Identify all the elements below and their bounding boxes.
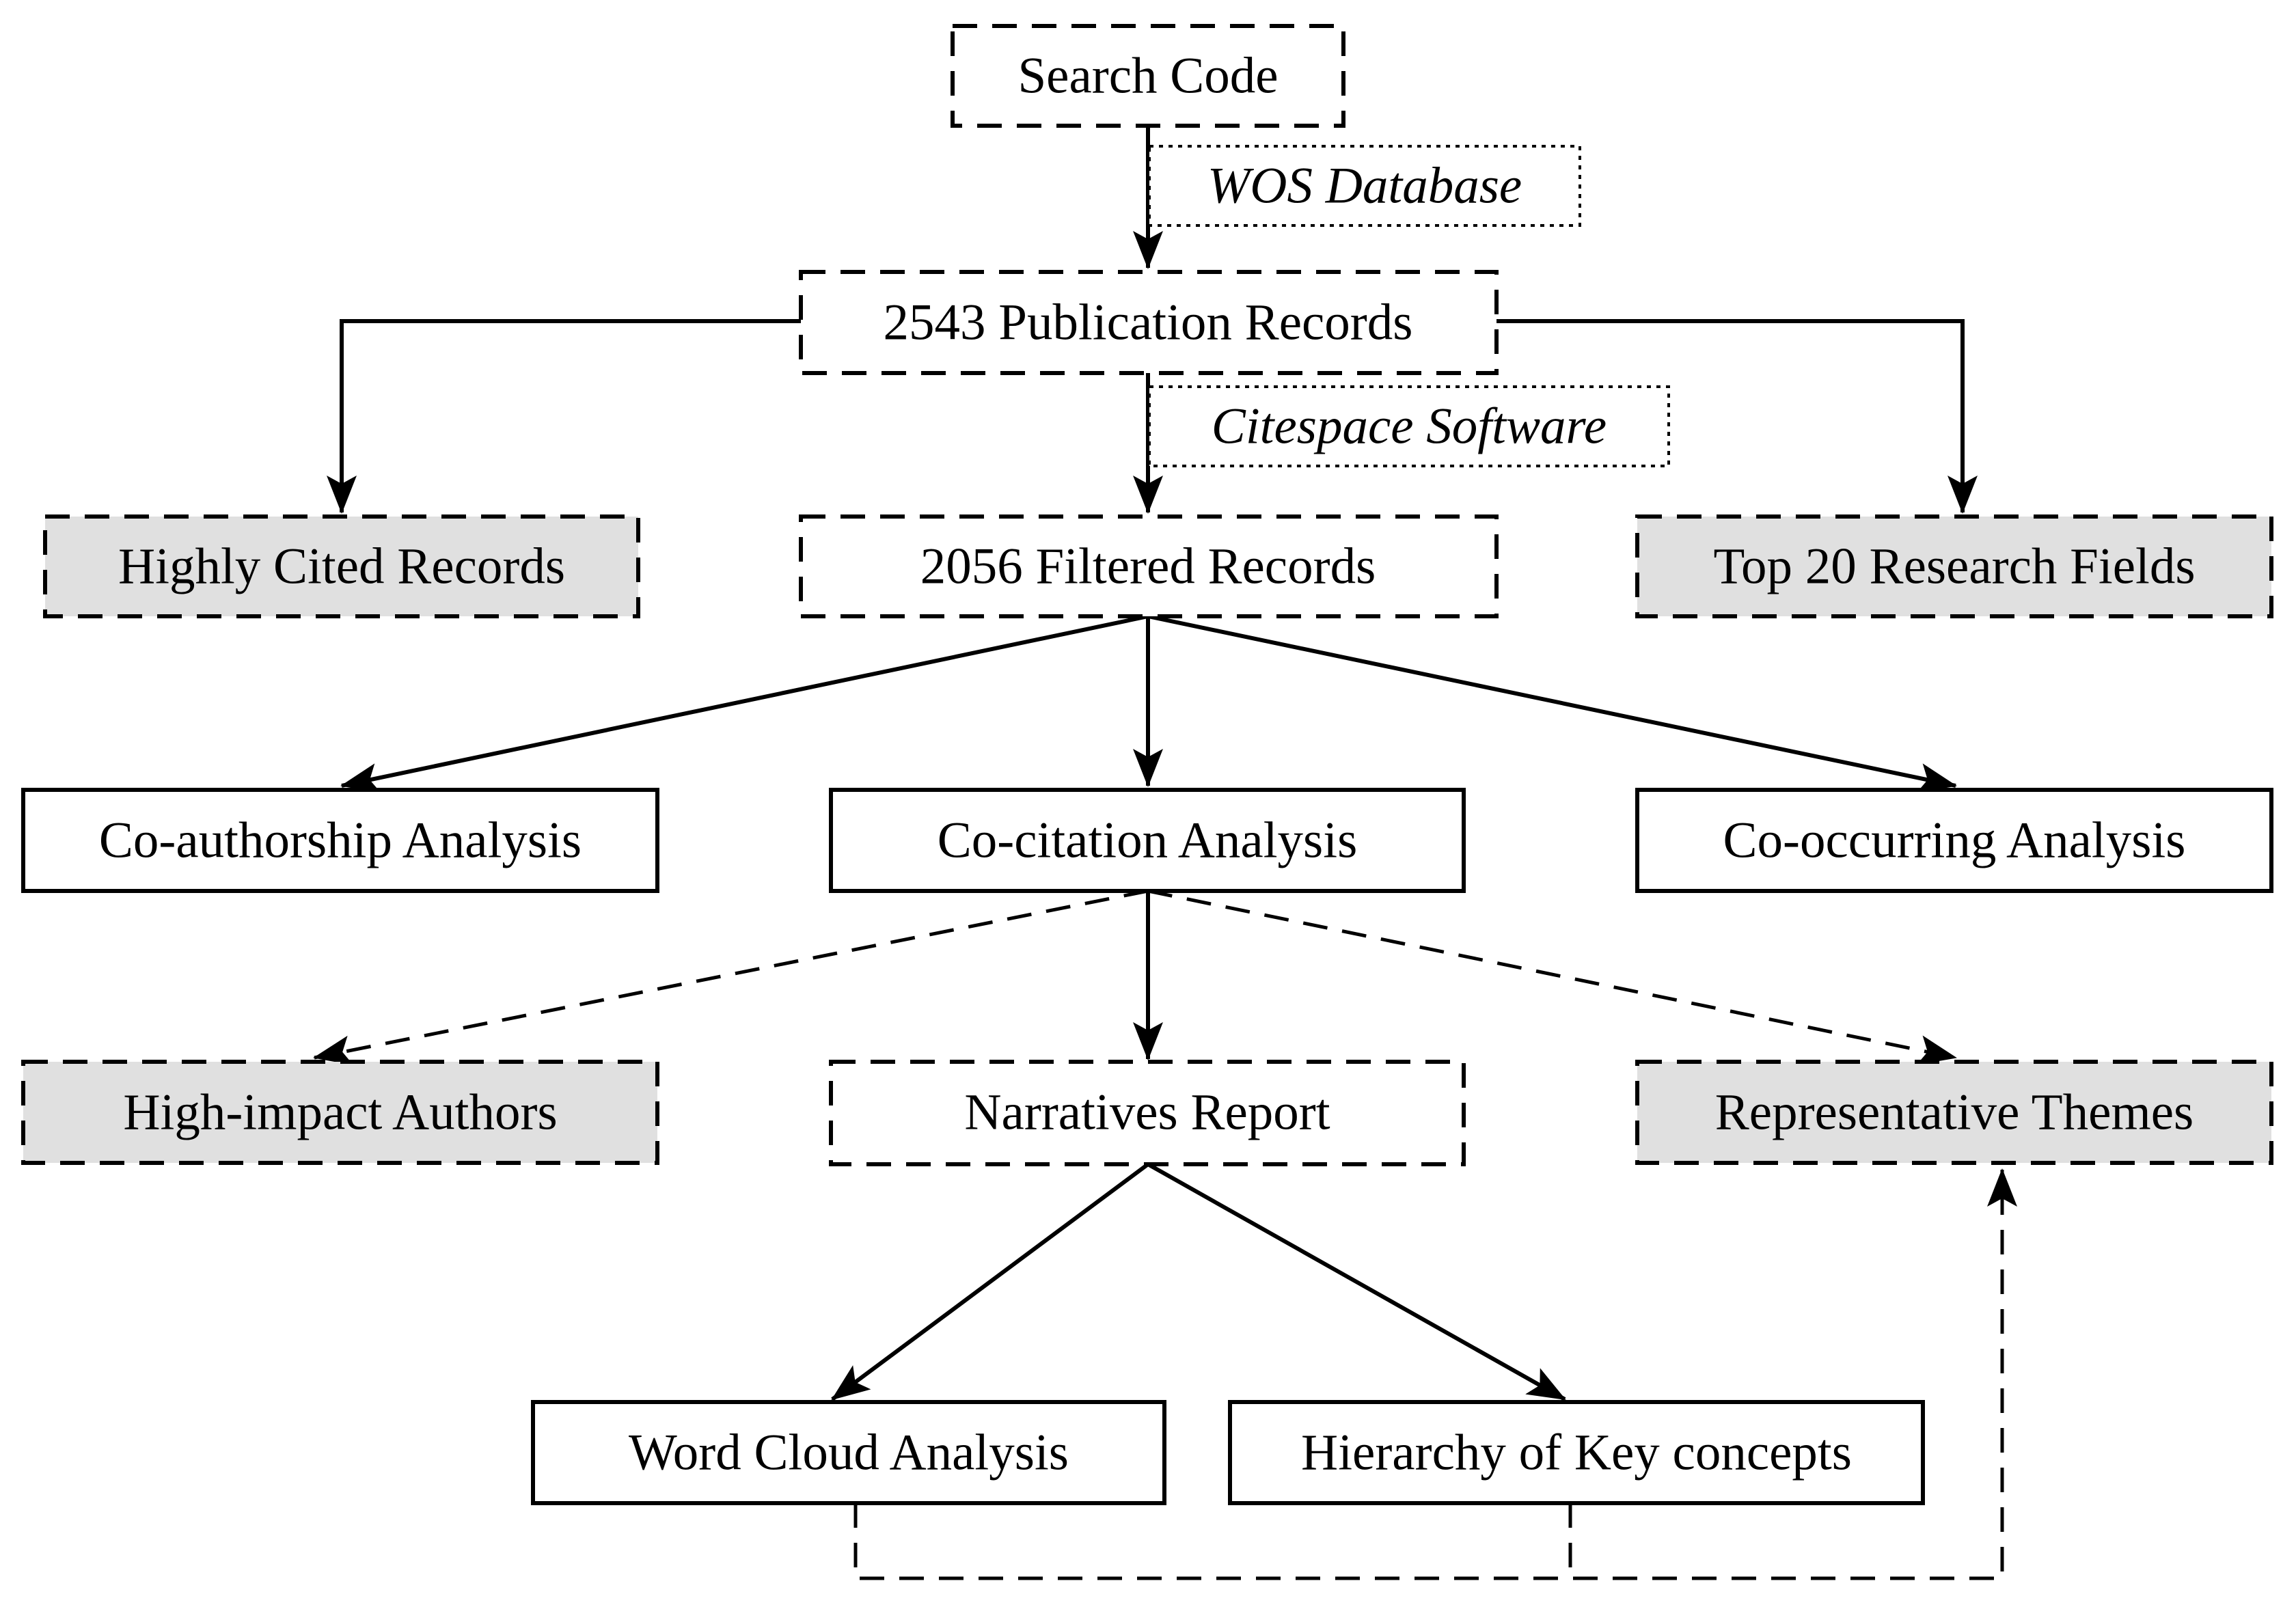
edge-label-citespace-text: Citespace Software — [1212, 398, 1607, 455]
node-label-word-cloud-analysis: Word Cloud Analysis — [629, 1425, 1069, 1481]
edge-filtered-to-cooccurring — [1147, 614, 1957, 793]
node-label-publication-records: 2543 Publication Records — [884, 294, 1413, 351]
node-box-filtered-records — [799, 514, 1499, 618]
node-label-highly-cited-records: Highly Cited Records — [118, 538, 565, 595]
edge-cocitation-to-representative-themes — [1147, 889, 1957, 1065]
edge-label-wos: WOS Database — [1148, 145, 1581, 227]
node-representative-themes: Representative Themes — [1635, 1060, 2273, 1165]
node-narratives-report: Narratives Report — [829, 1060, 1466, 1166]
node-box-hierarchy-key-concepts — [1228, 1400, 1925, 1505]
edge-publications-to-highly-cited — [327, 319, 801, 514]
edge-cocitation-to-high-impact-authors — [313, 889, 1149, 1065]
node-label-representative-themes: Representative Themes — [1715, 1084, 2194, 1141]
node-label-high-impact-authors: High-impact Authors — [123, 1084, 557, 1141]
edge-wordcloud-feedback — [853, 1168, 2017, 1580]
node-label-search-code: Search Code — [1017, 48, 1278, 105]
node-co-citation-analysis: Co-citation Analysis — [829, 788, 1466, 893]
node-highly-cited-records: Highly Cited Records — [43, 514, 640, 618]
node-box-top-research-fields — [1635, 514, 2273, 618]
edge-narratives-to-hierarchy — [1147, 1162, 1566, 1401]
node-word-cloud-analysis: Word Cloud Analysis — [531, 1400, 1166, 1505]
node-search-code: Search Code — [951, 24, 1345, 128]
node-box-highly-cited-records — [43, 514, 640, 618]
node-filtered-records: 2056 Filtered Records — [799, 514, 1499, 618]
node-label-co-authorship-analysis: Co-authorship Analysis — [99, 812, 582, 869]
node-high-impact-authors: High-impact Authors — [21, 1060, 659, 1165]
dashed-edges — [313, 889, 2017, 1580]
node-label-co-citation-analysis: Co-citation Analysis — [938, 812, 1358, 869]
node-label-co-occurring-analysis: Co-occurring Analysis — [1723, 812, 2186, 869]
node-box-publication-records — [799, 270, 1499, 375]
edges — [327, 126, 1978, 1401]
edge-label-box-citespace — [1148, 385, 1670, 467]
node-box-search-code — [951, 24, 1345, 128]
edge-publications-to-top-fields — [1496, 319, 1978, 514]
node-co-occurring-analysis: Co-occurring Analysis — [1635, 788, 2273, 893]
edge-label-box-wos — [1148, 145, 1581, 227]
node-label-filtered-records: 2056 Filtered Records — [920, 538, 1376, 595]
node-co-authorship-analysis: Co-authorship Analysis — [21, 788, 659, 893]
edge-narratives-to-wordcloud — [831, 1162, 1149, 1401]
node-top-research-fields: Top 20 Research Fields — [1635, 514, 2273, 618]
node-label-narratives-report: Narratives Report — [964, 1084, 1330, 1141]
node-box-word-cloud-analysis — [531, 1400, 1166, 1505]
node-box-narratives-report — [829, 1060, 1466, 1166]
node-box-co-citation-analysis — [829, 788, 1466, 893]
node-publication-records: 2543 Publication Records — [799, 270, 1499, 375]
node-box-high-impact-authors — [21, 1060, 659, 1165]
node-hierarchy-key-concepts: Hierarchy of Key concepts — [1228, 1400, 1925, 1505]
node-label-hierarchy-key-concepts: Hierarchy of Key concepts — [1301, 1425, 1852, 1481]
node-box-co-authorship-analysis — [21, 788, 659, 893]
edge-label-wos-text: WOS Database — [1207, 158, 1522, 215]
node-box-co-occurring-analysis — [1635, 788, 2273, 893]
node-box-representative-themes — [1635, 1060, 2273, 1165]
edge-label-citespace: Citespace Software — [1148, 385, 1670, 467]
node-label-top-research-fields: Top 20 Research Fields — [1713, 538, 2195, 595]
edge-filtered-to-coauthorship — [340, 614, 1149, 793]
